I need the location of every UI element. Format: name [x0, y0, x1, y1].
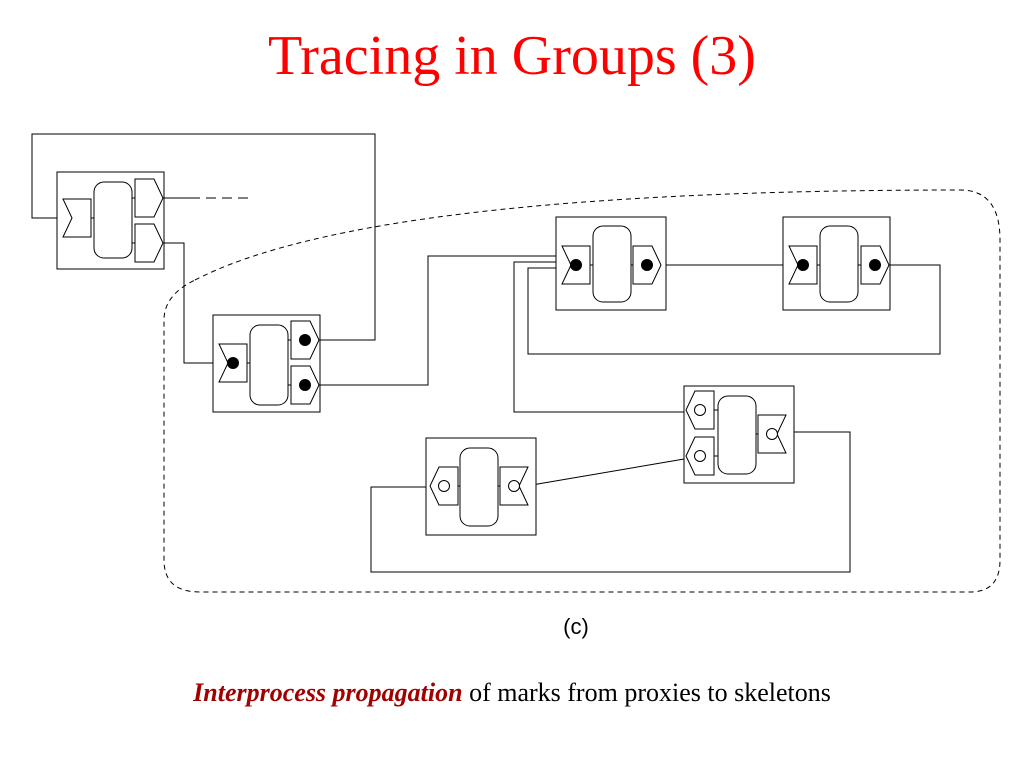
wire-group3-return — [527, 264, 941, 355]
marked-dot — [869, 259, 881, 271]
panel-label: (c) — [563, 614, 589, 639]
marked-dot — [797, 259, 809, 271]
unmarked-dot — [766, 428, 778, 440]
wire-loop-top — [31, 133, 376, 341]
process-box-5 — [683, 385, 795, 484]
wire-group2-to-group4 — [513, 261, 690, 413]
slide-caption: Interprocess propagation of marks from p… — [0, 678, 1024, 708]
wire-group1-to-group2 — [320, 255, 560, 386]
proxy-port — [134, 178, 164, 218]
wire-outside-to-group1 — [164, 242, 220, 364]
marked-dot — [299, 379, 311, 391]
connection-wires — [31, 133, 941, 573]
slide-title: Tracing in Groups (3) — [268, 25, 756, 87]
process-core — [717, 395, 757, 475]
process-box-6 — [425, 437, 537, 536]
unmarked-dot — [694, 404, 706, 416]
process-box-1 — [56, 171, 165, 270]
process-box-3 — [555, 216, 667, 311]
marked-dot — [227, 357, 239, 369]
marked-dot — [641, 259, 653, 271]
caption-rest: of marks from proxies to skeletons — [462, 678, 831, 707]
proxy-port — [134, 223, 164, 263]
unmarked-dot — [438, 480, 450, 492]
marked-dot — [299, 334, 311, 346]
process-box-4 — [782, 216, 891, 311]
wire-group4-group5-loop — [370, 431, 851, 573]
process-core — [819, 225, 859, 303]
wire-group4-to-group5 — [525, 457, 691, 487]
unmarked-dot — [508, 480, 520, 492]
process-box-2 — [212, 314, 321, 413]
caption-emphasis: Interprocess propagation — [193, 678, 463, 707]
marked-dot — [570, 259, 582, 271]
process-core — [249, 324, 289, 406]
process-core — [592, 225, 632, 303]
unmarked-dot — [694, 450, 706, 462]
process-core — [93, 181, 133, 259]
skeleton-port — [62, 198, 92, 238]
process-core — [459, 447, 499, 527]
